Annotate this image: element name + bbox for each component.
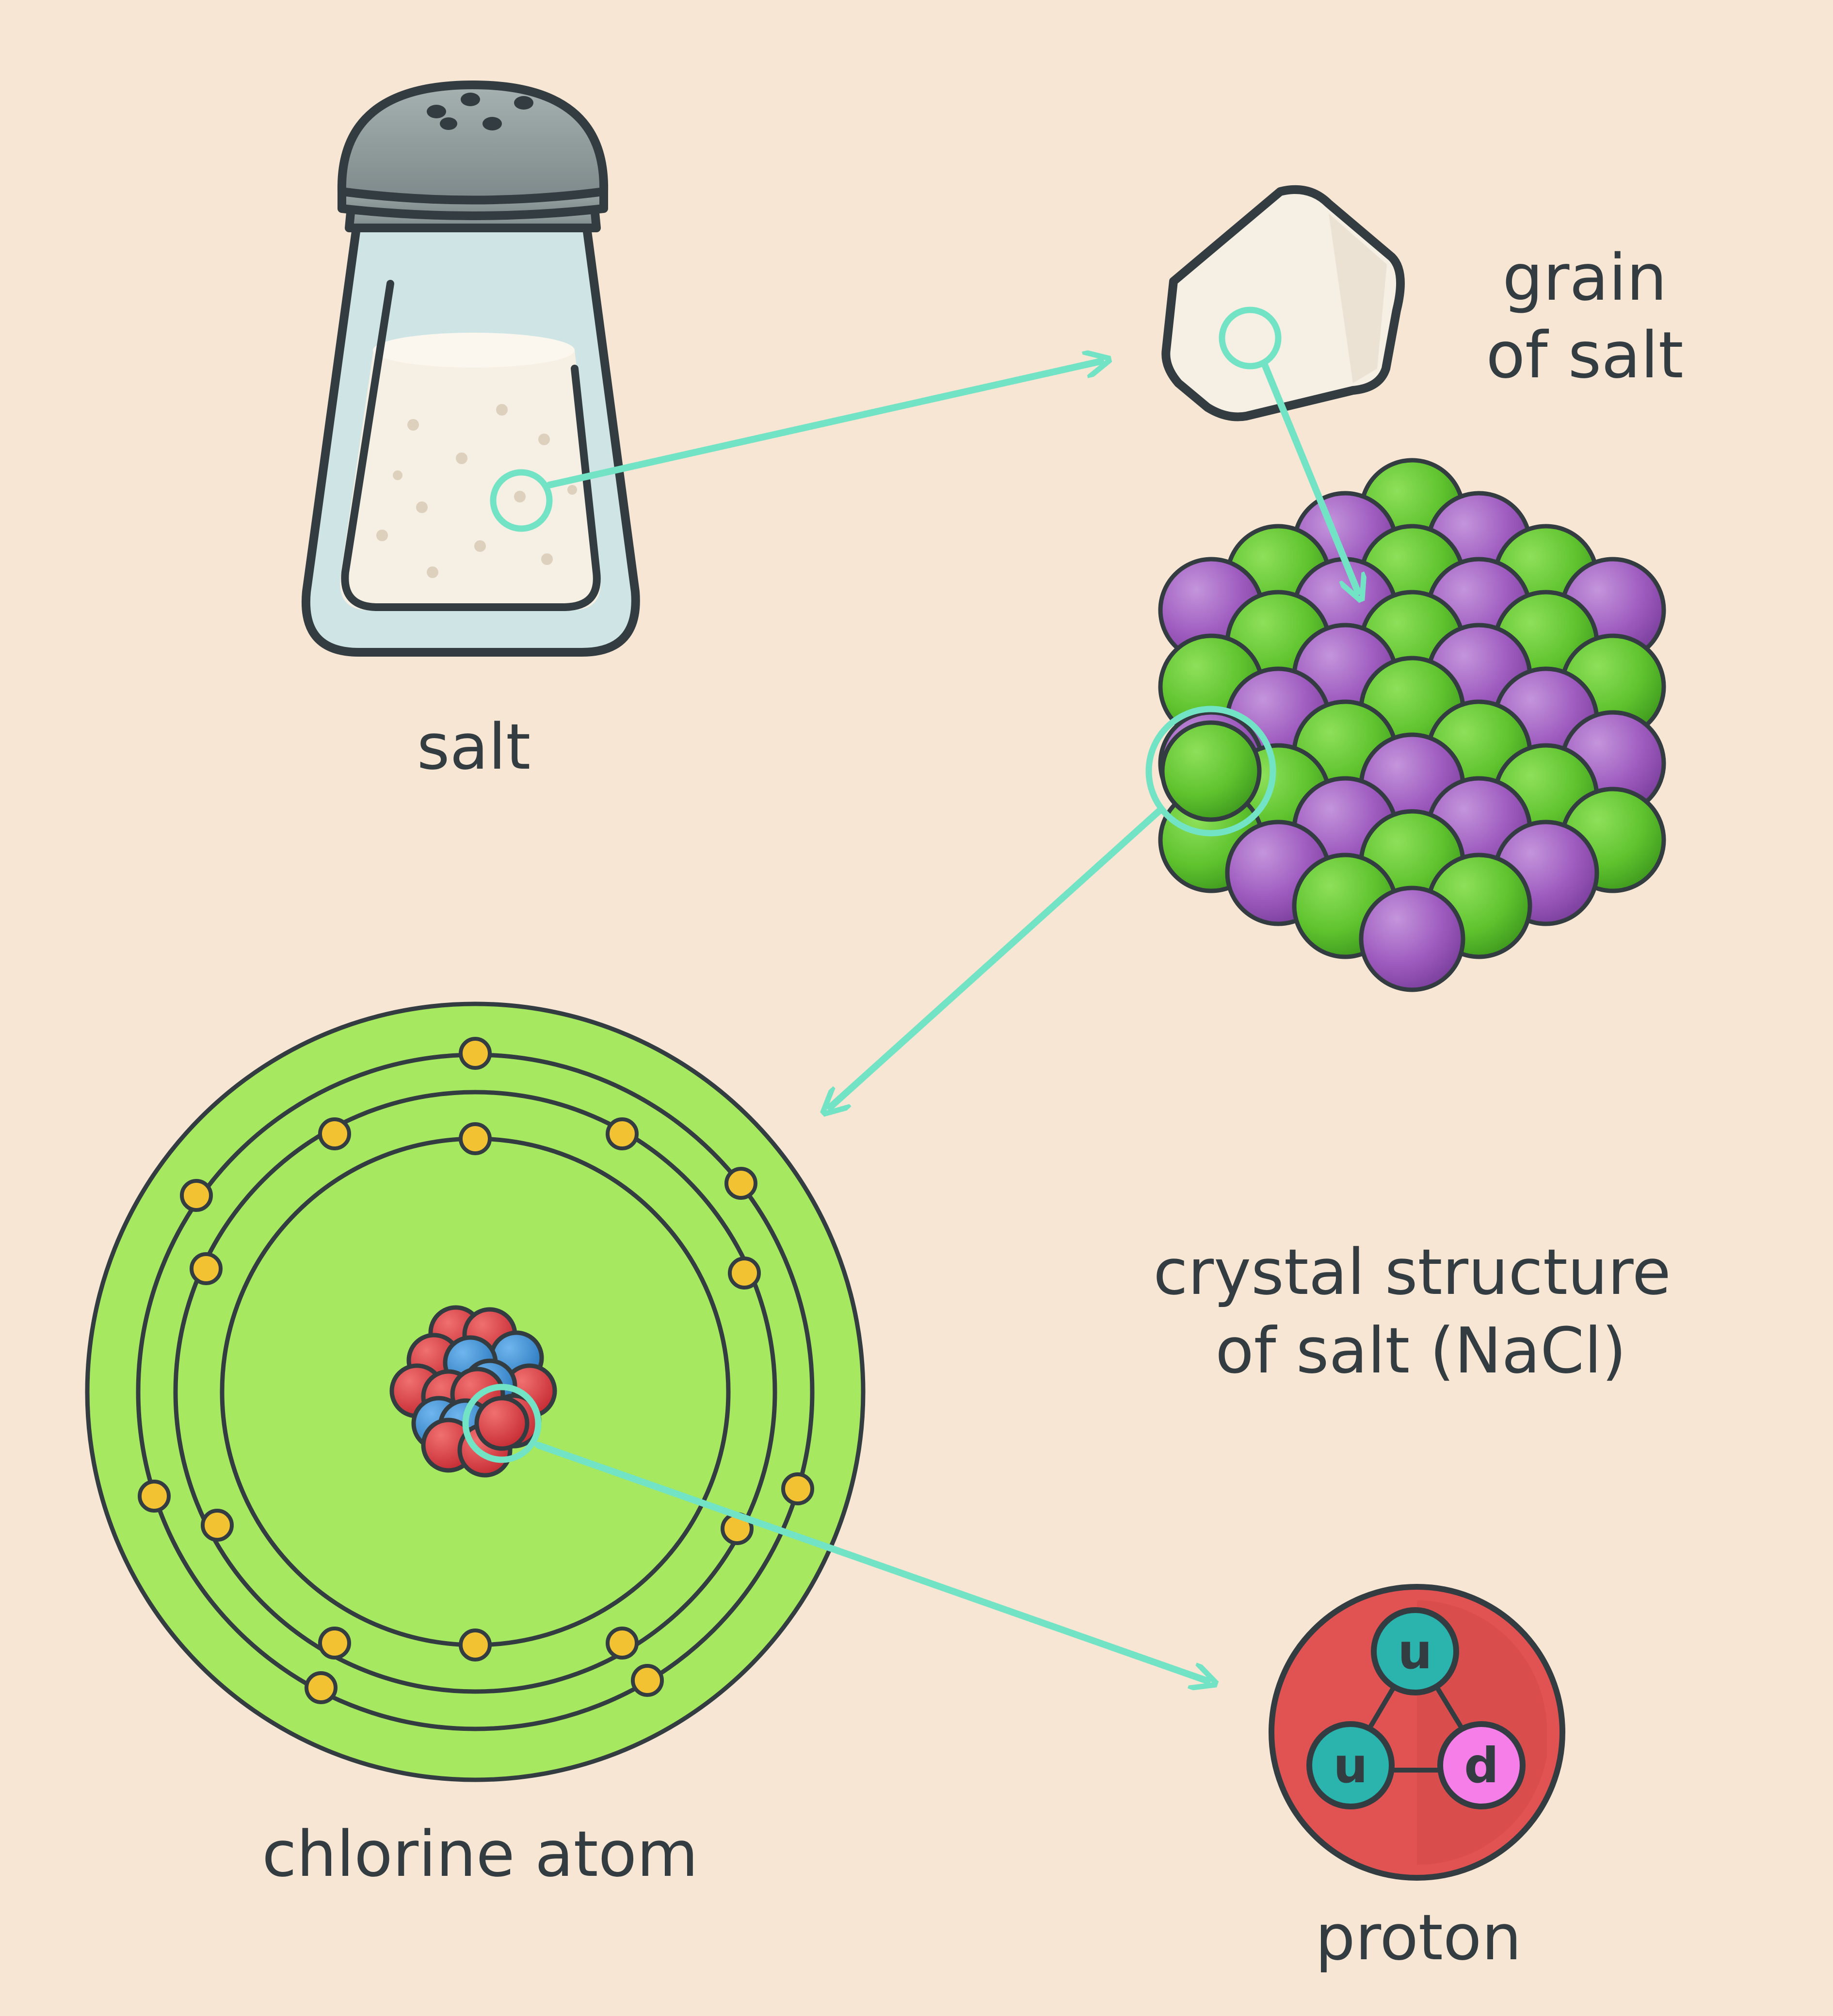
salt-grain-illustration [1161, 185, 1405, 421]
label-grain-line1: grain [1502, 241, 1667, 315]
electron [318, 1627, 351, 1660]
quark-up-2: u [1306, 1721, 1395, 1809]
arrow-grain-to-crystal [1261, 361, 1358, 592]
electron [724, 1167, 757, 1200]
electron [459, 1037, 492, 1070]
quark-up-1: u [1371, 1607, 1459, 1695]
electron [631, 1664, 664, 1697]
arrow-shaker-to-grain [546, 361, 1101, 488]
salt-shaker-illustration [301, 81, 640, 657]
zoom-ring-nucleus [462, 1384, 542, 1463]
electron [781, 1472, 814, 1505]
proton-particle [474, 1396, 530, 1451]
electron [459, 1629, 492, 1661]
quark-label: u [1398, 1623, 1432, 1680]
proton-model: u u d [1269, 1584, 1565, 1881]
label-grain-line2: of salt [1486, 318, 1683, 393]
electron [459, 1122, 492, 1155]
electron [606, 1627, 639, 1660]
quark-label: d [1464, 1737, 1499, 1794]
chlorine-atom-model [85, 1001, 866, 1782]
salt-speckles [376, 404, 577, 578]
zoom-ring-crystal [1145, 706, 1276, 837]
zoom-ring-grain [1219, 306, 1282, 370]
electron [138, 1480, 171, 1513]
quark-label: u [1333, 1737, 1367, 1794]
label-proton: proton [1315, 1901, 1522, 1974]
label-salt: salt [417, 710, 531, 784]
electron [190, 1252, 223, 1285]
sodium-ion [1359, 886, 1465, 992]
electron [606, 1117, 639, 1150]
arrow-crystal-to-atom [830, 806, 1165, 1107]
label-crystal-line1: crystal structure [1153, 1235, 1671, 1309]
electron [728, 1257, 761, 1290]
chloride-ion [1160, 720, 1262, 822]
electron [201, 1509, 234, 1542]
electron [180, 1179, 213, 1212]
zoom-ring-shaker [490, 469, 553, 532]
shaker-holes [427, 93, 533, 130]
electron-shell-2 [173, 1090, 777, 1694]
nucleus [389, 1305, 557, 1478]
label-crystal-line2: of salt (NaCl) [1215, 1314, 1626, 1387]
electron [305, 1671, 338, 1704]
arrow-atom-to-proton [535, 1442, 1207, 1681]
quark-down: d [1437, 1721, 1526, 1809]
nacl-crystal-lattice [1158, 458, 1666, 992]
electron [318, 1117, 351, 1150]
label-chlorine-atom: chlorine atom [262, 1817, 698, 1891]
electrons [138, 1037, 814, 1704]
